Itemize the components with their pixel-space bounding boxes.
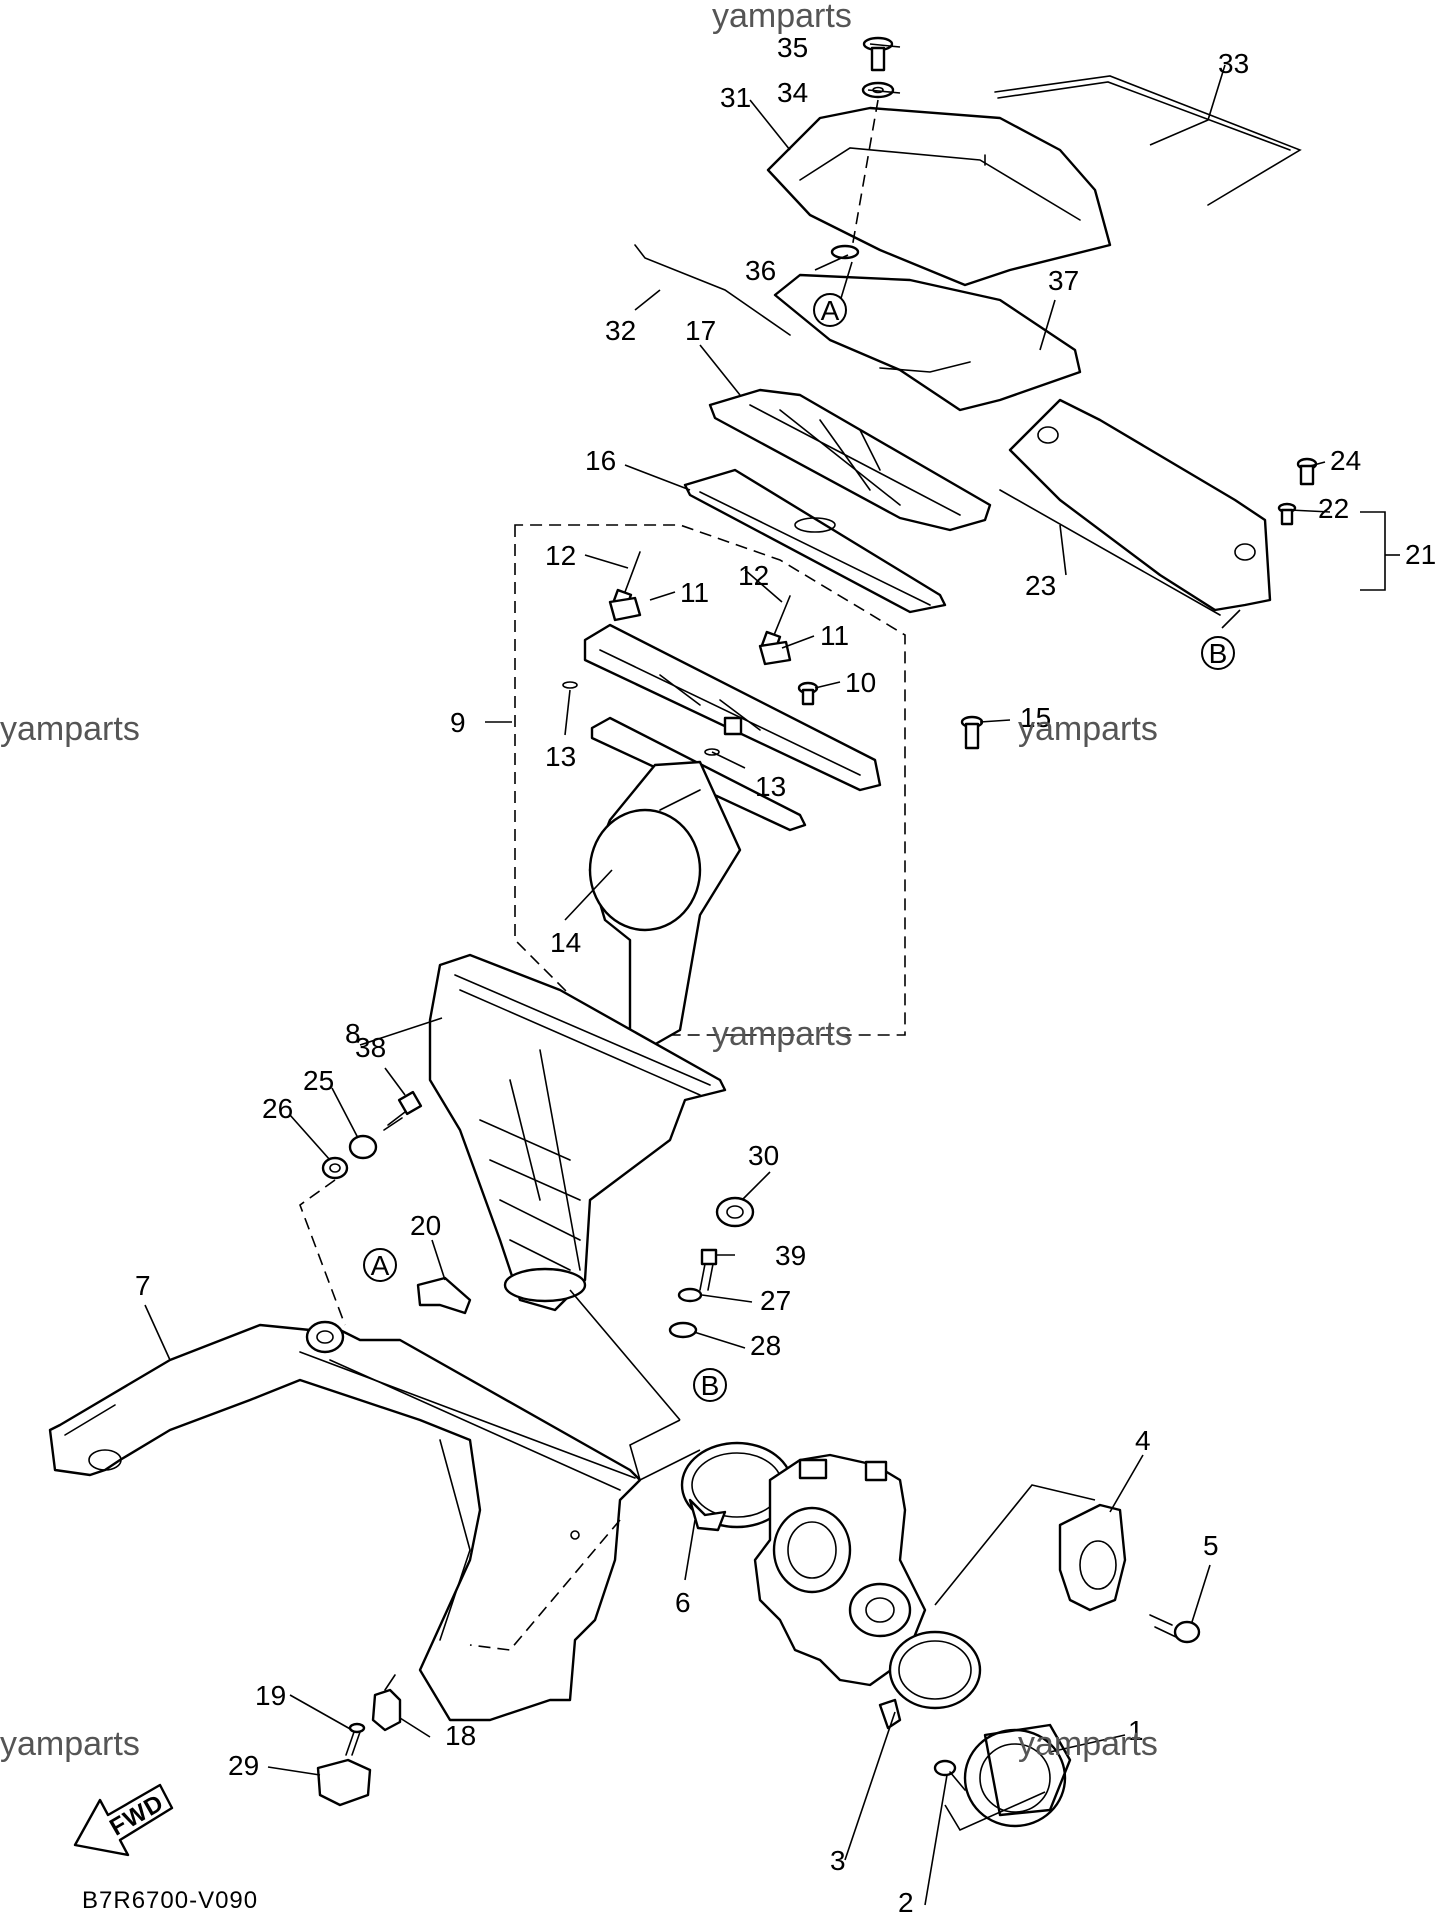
ref-b-right: B: [1201, 636, 1235, 670]
screw-10: [797, 681, 819, 706]
label-26: 26: [262, 1093, 293, 1124]
label-24: 24: [1330, 445, 1361, 476]
label-11a: 11: [680, 577, 709, 608]
part-labels: 35 34 31 33 36 37 32 17 16 24 22 21 23 1…: [135, 32, 1436, 1918]
label-32: 32: [605, 315, 636, 346]
trim-strip-33: [994, 75, 1302, 206]
throttle-body: [753, 1453, 927, 1687]
watermark: yamparts: [0, 1725, 140, 1763]
bolt-15: [960, 715, 984, 750]
label-36: 36: [745, 255, 776, 286]
ref-a-top: A: [813, 293, 847, 327]
label-7: 7: [135, 1270, 151, 1301]
washer-34: [861, 81, 895, 99]
label-22: 22: [1318, 493, 1349, 524]
watermark: yamparts: [712, 0, 852, 35]
label-27: 27: [760, 1285, 791, 1316]
label-16: 16: [585, 445, 616, 476]
label-33: 33: [1218, 48, 1249, 79]
watermark: yamparts: [712, 1015, 852, 1053]
intake-duct-7: [48, 1320, 642, 1722]
lower-cover-37: [773, 273, 1082, 412]
label-12b: 12: [738, 560, 769, 591]
label-2: 2: [898, 1887, 914, 1918]
cover-4: [1058, 1503, 1127, 1612]
joint-30: [715, 1196, 755, 1228]
watermark: yamparts: [0, 710, 140, 748]
label-34: 34: [777, 77, 808, 108]
label-38: 38: [355, 1032, 386, 1063]
label-3: 3: [830, 1845, 846, 1876]
label-35: 35: [777, 32, 808, 63]
clip-11b: [758, 640, 792, 666]
label-29: 29: [228, 1750, 259, 1781]
label-21: 21: [1405, 539, 1436, 570]
label-17: 17: [685, 315, 716, 346]
leader-lines: [144, 43, 1400, 1906]
fwd-arrow-icon: FWD: [73, 1783, 174, 1857]
side-cover-21: [999, 398, 1272, 616]
label-28: 28: [750, 1330, 781, 1361]
bolt-39: [699, 1248, 718, 1291]
svg-text:B: B: [1209, 638, 1228, 669]
diagram-code: B7R6700-V090: [82, 1887, 258, 1914]
intake-duct-14: [588, 760, 742, 1052]
nut-27: [677, 1287, 703, 1303]
label-19: 19: [255, 1680, 286, 1711]
bolt-38: [383, 1090, 423, 1131]
sensor-18: [371, 1674, 402, 1732]
label-8: 8: [345, 1018, 361, 1049]
grommet-28: [668, 1321, 698, 1339]
cap-29: [316, 1758, 372, 1807]
watermarks: yamparts yamparts yamparts yamparts yamp…: [0, 0, 1158, 1763]
bolt-2: [933, 1759, 966, 1791]
watermark: yamparts: [1018, 1725, 1158, 1763]
ref-b-mid: B: [693, 1368, 727, 1402]
label-37: 37: [1048, 265, 1079, 296]
grommet-26: [321, 1156, 349, 1180]
bolt-35: [862, 36, 894, 72]
filter-element-16: [683, 468, 947, 614]
case-lid: [562, 623, 882, 792]
wire-32: [634, 244, 791, 336]
grommet-36: [830, 244, 860, 260]
upper-cover-31: [766, 106, 1112, 287]
svg-text:B: B: [701, 1370, 720, 1401]
label-25: 25: [303, 1065, 334, 1096]
label-13a: 13: [545, 741, 576, 772]
bolt-5: [1149, 1614, 1201, 1644]
label-4: 4: [1135, 1425, 1151, 1456]
watermark: yamparts: [1018, 710, 1158, 748]
label-13b: 13: [755, 771, 786, 802]
label-23: 23: [1025, 570, 1056, 601]
clip-20: [416, 1276, 472, 1315]
ref-a-mid: A: [363, 1248, 397, 1282]
grommet-25: [348, 1134, 378, 1160]
air-filter-case-8: [428, 953, 727, 1312]
label-9: 9: [450, 707, 466, 738]
label-12a: 12: [545, 540, 576, 571]
clip-11a: [608, 596, 642, 622]
throttle-joint-1: [963, 1723, 1072, 1828]
label-30: 30: [748, 1140, 779, 1171]
clamp-6: [680, 1441, 794, 1532]
label-39: 39: [775, 1240, 806, 1271]
svg-text:A: A: [821, 295, 840, 326]
filter-frame-17: [708, 388, 992, 532]
label-1: 1: [1128, 1715, 1144, 1746]
label-20: 20: [410, 1210, 441, 1241]
label-18: 18: [445, 1720, 476, 1751]
label-15: 15: [1020, 702, 1051, 733]
bolt-24: [1296, 457, 1318, 486]
svg-text:A: A: [371, 1250, 390, 1281]
label-10: 10: [845, 667, 876, 698]
screw-22: [1277, 502, 1297, 526]
label-6: 6: [675, 1587, 691, 1618]
label-11b: 11: [820, 620, 849, 651]
label-14: 14: [550, 927, 581, 958]
label-5: 5: [1203, 1530, 1219, 1561]
clamp-3: [878, 1630, 982, 1730]
label-31: 31: [720, 82, 751, 113]
